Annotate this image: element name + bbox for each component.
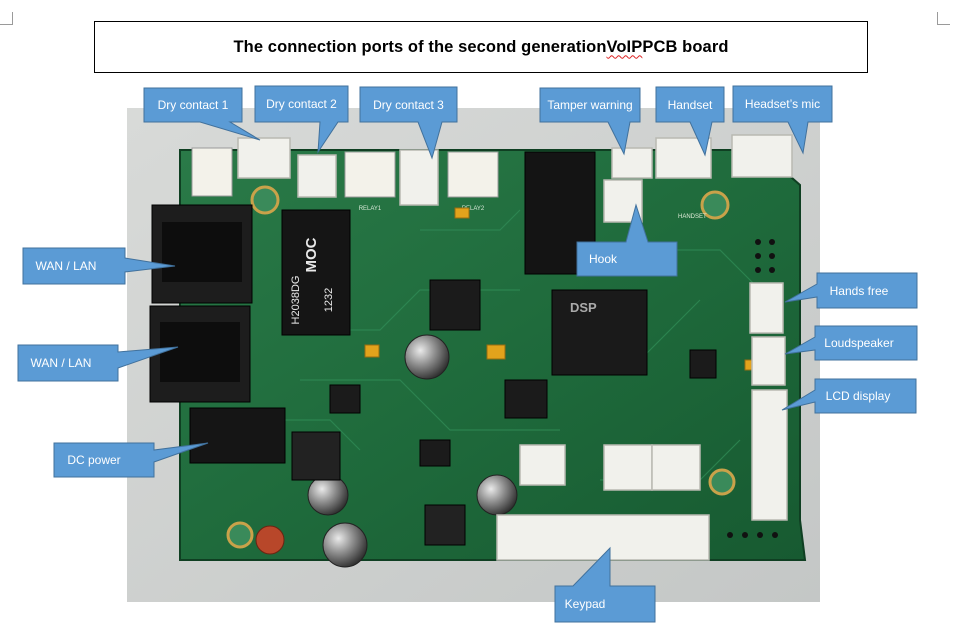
callout-lcd-display: LCD display (825, 389, 891, 403)
dsp-chip (551, 289, 648, 376)
relay1-silk-label: RELAY1 (359, 206, 382, 212)
small-chip-3 (419, 439, 451, 467)
hook-connector (603, 179, 643, 223)
dry-contact-2-connector (297, 154, 337, 198)
small-chip (504, 379, 548, 419)
j11-connector (651, 444, 701, 491)
page-corner-mark-right (937, 12, 950, 25)
callout-wan-lan-1: WAN / LAN (35, 259, 97, 273)
transformer-brand-label: MOC (303, 237, 320, 272)
j4-connector (519, 444, 566, 486)
pcb-board-photo: MOC H2038DG 1232 RELAY1 RELAY2 DSP (127, 108, 820, 602)
mounting-holes (226, 185, 736, 549)
small-chip-4 (689, 349, 717, 379)
relay2-silk-label: RELAY2 (462, 206, 485, 212)
handset-connector (655, 137, 712, 179)
lcd-display-connector (751, 389, 788, 521)
small-chip-2 (329, 384, 361, 414)
callout-dry-contact-1: Dry contact 1 (157, 98, 229, 112)
loudspeaker-connector (751, 336, 786, 386)
inductor-2 (424, 504, 466, 546)
transformer-code-label: 1232 (323, 288, 335, 312)
callout-dry-contact-3: Dry contact 3 (373, 97, 444, 112)
relay-2 (447, 151, 499, 198)
headset-mic-connector (731, 134, 793, 178)
callout-loudspeaker: Loudspeaker (824, 336, 894, 350)
callout-handset: Handset (667, 97, 713, 112)
title-text-before: The connection ports of the second gener… (233, 37, 607, 56)
tamper-connector (611, 147, 653, 179)
transformer-chip (281, 209, 351, 336)
callout-keypad: Keypad (564, 597, 606, 611)
transformer-model-label: H2038DG (290, 276, 302, 325)
callout-hands-free: Hands free (829, 283, 889, 298)
dc-power-jack (189, 407, 286, 464)
title-text-voip: VoIP (606, 37, 643, 56)
dsp-chip-label: DSP (570, 300, 597, 315)
page-corner-mark-left (0, 12, 13, 25)
callout-headset-mic: Headset’s mic (744, 97, 821, 111)
title-text-after: PCB board (642, 37, 729, 56)
relay-left (191, 147, 233, 197)
header-pins (727, 239, 778, 538)
dry-contact-3-connector (399, 149, 439, 206)
inductor (291, 431, 341, 481)
j7-connector (603, 444, 653, 491)
pcb-board-illustration: MOC H2038DG 1232 RELAY1 RELAY2 DSP (127, 108, 820, 602)
callout-hook: Hook (588, 252, 617, 266)
hands-free-connector (749, 282, 784, 334)
callout-tamper-warning: Tamper warning (547, 98, 633, 112)
handset-silk-label: HANDSET (678, 214, 707, 220)
diagram-title: The connection ports of the second gener… (94, 21, 868, 73)
dry-contact-1-connector (237, 137, 291, 179)
keypad-connector (496, 514, 710, 561)
toroid-coil (255, 525, 285, 555)
callout-dc-power: DC power (67, 453, 121, 467)
relay-1 (344, 151, 396, 198)
electrolytic-capacitors (307, 334, 518, 568)
qfn-chip (429, 279, 481, 331)
callout-wan-lan-2: WAN / LAN (30, 356, 92, 370)
callout-dry-contact-2: Dry contact 2 (266, 97, 337, 111)
